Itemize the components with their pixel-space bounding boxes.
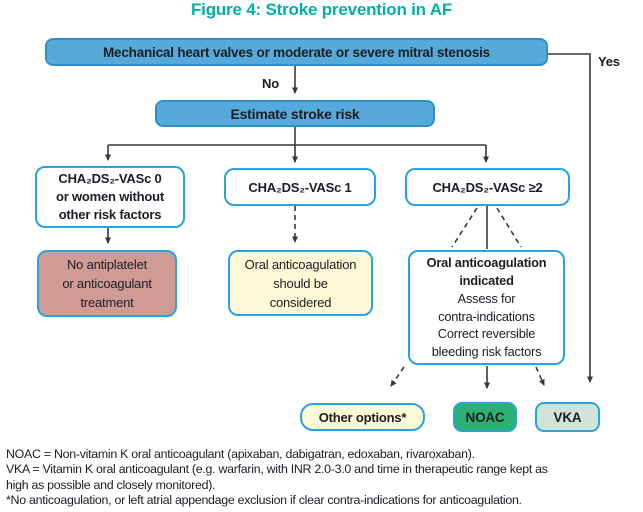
figure-footnotes: NOAC = Non-vitamin K oral anticoagulant … — [6, 447, 548, 509]
edge-label-no: No — [262, 76, 279, 91]
node-oac-indicated: Oral anticoagulation indicated Assess fo… — [408, 250, 565, 365]
edge-to-other-options — [390, 366, 405, 387]
footnote-line: *No anticoagulation, or left atrial appe… — [6, 493, 522, 508]
node-oac-indicated-bold-line: Oral anticoagulation — [426, 255, 547, 271]
edge-label-yes: Yes — [598, 54, 620, 69]
node-no-treatment-line: treatment — [80, 295, 134, 310]
node-no-treatment-line: or anticoagulant — [62, 276, 152, 291]
node-no-treatment-line: No antiplatelet — [66, 257, 148, 272]
node-vasc-0-line: or women without — [55, 189, 164, 204]
node-oac-indicated-line: Correct reversible — [437, 326, 536, 342]
figure-title: Figure 4: Stroke prevention in AF — [190, 0, 453, 19]
edge-vasc2-left-dashed — [451, 207, 478, 248]
node-vasc-0: CHA₂DS₂-VASc 0 or women without other ri… — [35, 166, 185, 228]
node-estimate-stroke-risk-label: Estimate stroke risk — [230, 105, 360, 122]
node-other-options: Other options* — [300, 403, 425, 431]
node-oac-considered: Oral anticoagulation should be considere… — [228, 250, 373, 316]
node-vasc-0-line: other risk factors — [58, 207, 162, 222]
node-oac-considered-line: should be — [273, 275, 328, 291]
node-vasc-1: CHA₂DS₂-VASc 1 — [224, 168, 376, 206]
edge-to-vka — [535, 366, 545, 386]
node-oac-considered-line: Oral anticoagulation — [244, 256, 357, 272]
node-oac-indicated-bold-line: indicated — [459, 272, 514, 288]
footnote-line: VKA = Vitamin K oral anticoagulant (e.g.… — [6, 462, 548, 477]
edge-vasc2-right-dashed — [496, 207, 522, 248]
footnote-line: high as possible and closely monitored). — [6, 477, 216, 492]
node-oac-indicated-line: bleeding risk factors — [431, 344, 542, 360]
node-noac: NOAC — [453, 402, 517, 432]
node-other-options-label: Other options* — [318, 409, 407, 425]
node-vka-label: VKA — [553, 409, 582, 425]
node-estimate-stroke-risk: Estimate stroke risk — [155, 100, 435, 127]
node-mechanical-valves-label: Mechanical heart valves or moderate or s… — [103, 44, 490, 60]
node-vasc-2-label: CHA₂DS₂-VASc ≥2 — [432, 179, 543, 195]
node-noac-label: NOAC — [465, 409, 505, 425]
node-oac-indicated-line: Assess for — [457, 290, 516, 306]
node-vasc-1-label: CHA₂DS₂-VASc 1 — [248, 179, 352, 195]
node-vasc-0-line: CHA₂DS₂-VASc 0 — [58, 171, 162, 186]
node-vka: VKA — [535, 402, 600, 432]
node-oac-indicated-line: contra-indications — [438, 308, 535, 324]
node-oac-considered-line: considered — [269, 294, 332, 310]
node-mechanical-valves: Mechanical heart valves or moderate or s… — [45, 38, 548, 66]
node-no-treatment: No antiplatelet or anticoagulant treatme… — [37, 250, 177, 317]
footnote-line: NOAC = Non-vitamin K oral anticoagulant … — [6, 447, 475, 461]
node-vasc-2: CHA₂DS₂-VASc ≥2 — [405, 168, 570, 206]
